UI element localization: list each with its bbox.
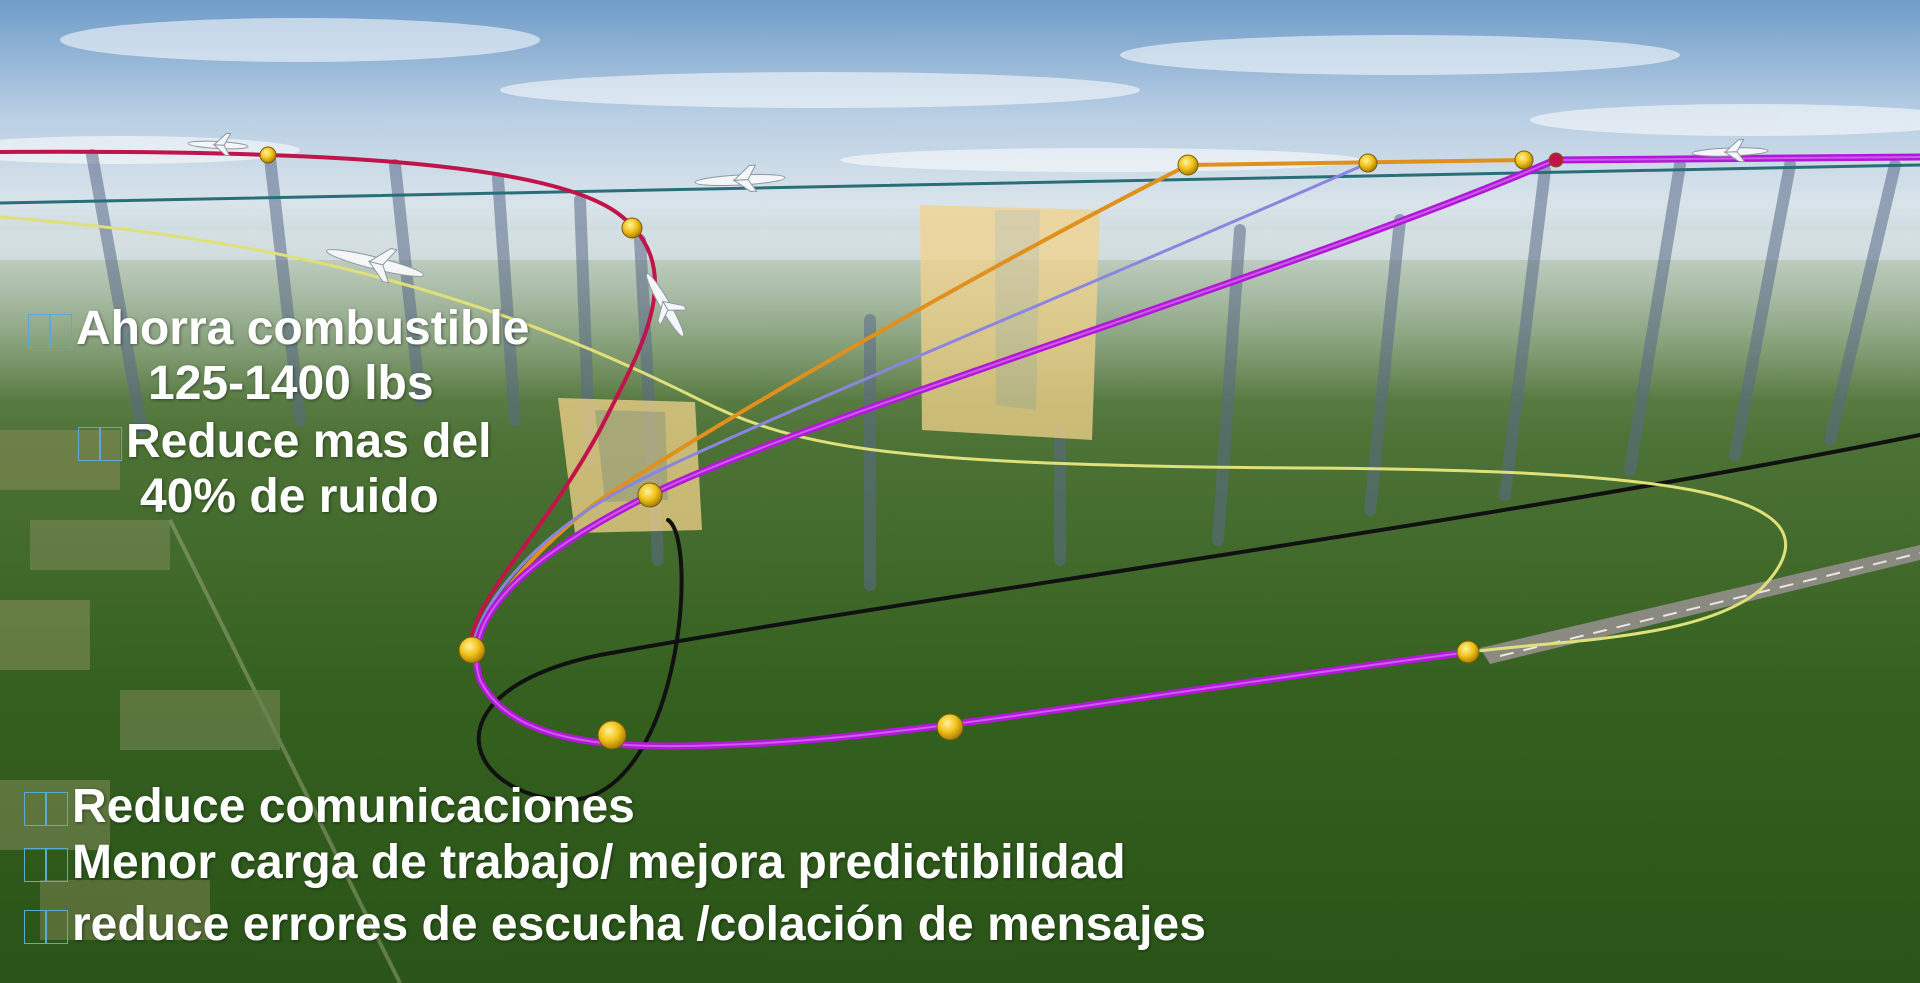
path-teal-overflight <box>0 163 1920 205</box>
waypoint <box>936 713 964 741</box>
benefit-noise-label: Reduce mas del <box>126 415 492 468</box>
airplane-icon <box>325 247 425 284</box>
airplane-icon <box>187 132 249 157</box>
bullet-glyph-icon <box>100 427 122 461</box>
waypoint <box>621 217 643 239</box>
benefit-fuel-label: Ahorra combustible <box>76 302 530 355</box>
bullet-glyph-icon <box>28 314 50 348</box>
restricted-block-far <box>920 205 1100 440</box>
benefit-workload: Menor carga de trabajo/ mejora predictib… <box>24 839 1126 887</box>
benefit-fuel: Ahorra combustible <box>28 305 529 353</box>
benefit-communications: Reduce comunicaciones <box>24 783 635 831</box>
benefit-noise-amount: 40% de ruido <box>140 470 439 523</box>
bullet-glyph-icon <box>24 910 46 944</box>
airplane-icon <box>645 273 688 337</box>
bullet-glyph-icon <box>24 792 46 826</box>
waypoint <box>458 636 486 664</box>
waypoint <box>597 720 627 750</box>
waypoint <box>1177 154 1199 176</box>
benefit-fuel-amount: 125-1400 lbs <box>148 357 434 410</box>
waypoint <box>1514 150 1534 170</box>
waypoints <box>259 146 1564 750</box>
waypoint <box>1456 640 1480 664</box>
bullet-glyph-icon <box>24 848 46 882</box>
waypoint <box>259 146 277 164</box>
runway <box>1480 545 1920 664</box>
benefit-communications-label: Reduce comunicaciones <box>72 780 635 833</box>
airplane-icon <box>694 164 786 192</box>
airplane-icon <box>1691 138 1769 163</box>
benefit-readback-label: reduce errores de escucha /colación de m… <box>72 898 1206 951</box>
benefit-noise: Reduce mas del <box>78 418 491 466</box>
path-crimson-descent <box>0 149 657 652</box>
bullet-glyph-icon <box>46 848 68 882</box>
restricted-block-near <box>558 398 702 533</box>
waypoint <box>1548 152 1564 168</box>
path-blue-descent <box>470 161 1370 652</box>
waypoint <box>1358 153 1378 173</box>
path-yellow-traditional <box>0 215 1788 654</box>
bullet-glyph-icon <box>50 314 72 348</box>
bullet-glyph-icon <box>46 910 68 944</box>
bullet-glyph-icon <box>78 427 100 461</box>
path-black-ground-track <box>476 433 1920 803</box>
aircraft <box>187 132 1769 337</box>
farmland <box>0 430 402 983</box>
bullet-glyph-icon <box>46 792 68 826</box>
benefit-workload-label: Menor carga de trabajo/ mejora predictib… <box>72 836 1126 889</box>
waypoint <box>637 482 663 508</box>
clouds <box>0 18 1920 172</box>
benefit-readback: reduce errores de escucha /colación de m… <box>24 901 1206 949</box>
